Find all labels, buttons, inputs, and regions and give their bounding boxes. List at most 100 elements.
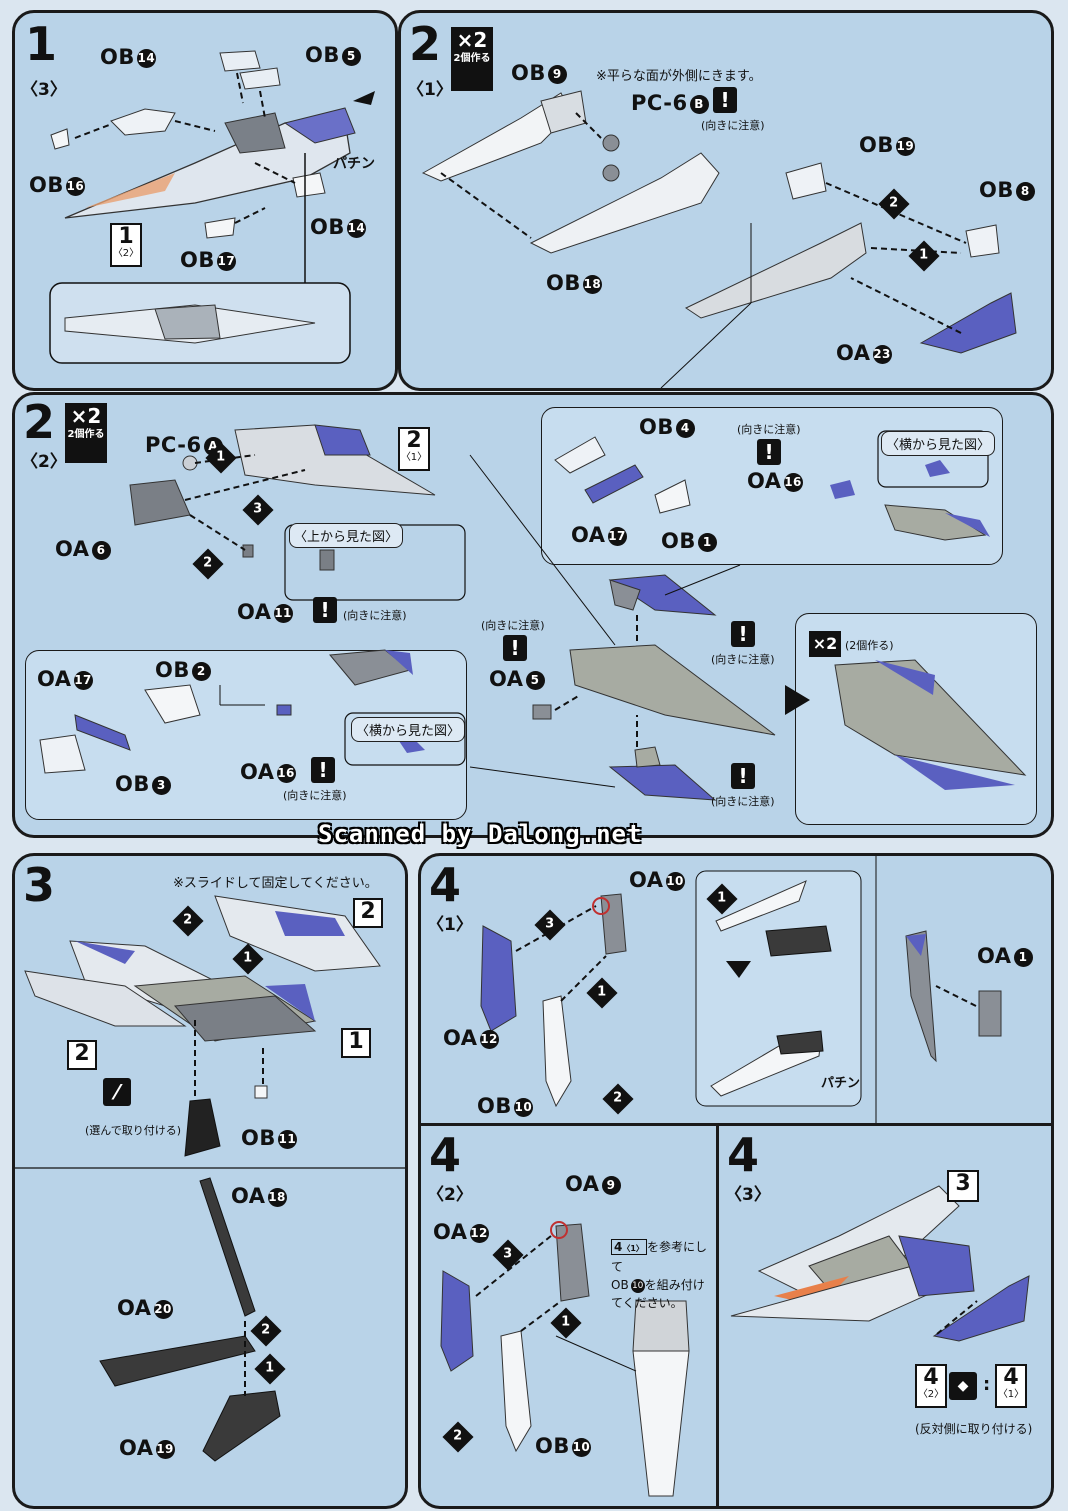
caution-text: (向きに注意) [737,423,801,436]
choose-note: (選んで取り付ける) [85,1124,182,1137]
caution-text: (向きに注意) [343,609,407,622]
choose-icon: ⁄ [103,1078,131,1106]
view-from-side-label: 〈横から見た図〉 [351,717,466,742]
step-number: 2 [409,17,442,71]
caution-icon: ! [731,621,755,647]
step-number: 4 [429,1128,462,1182]
step-number: 1 [25,17,58,71]
view-from-side-label: 〈横から見た図〉 [881,431,996,456]
step-4-2-illustration [440,1221,690,1497]
snap-text: パチン [821,1076,861,1091]
step-sub: 〈3〉 [725,1185,771,1205]
step-3-panel: 3 ※スライドして固定してください。 2 2 1 2 1 ⁄ (選んで取り付ける… [12,853,408,1509]
step-sub: 〈1〉 [427,915,473,935]
ref-part-2-top: 2 [353,898,383,928]
mirror-note: (反対側に取り付ける) [915,1422,1033,1436]
mirror-colon: : [983,1374,991,1395]
ref-part-1: 1 [341,1028,371,1058]
caution-text: (向きに注意) [711,653,775,666]
caution-text: (向きに注意) [481,619,545,632]
mirror-ref-4-2: 4〈2〉 [915,1364,947,1408]
step-1-illustration [49,50,375,364]
watermark: Scanned by Dalong.net [318,820,643,848]
snap-text: パチン [333,156,375,172]
step-2-2-illustration [39,424,1027,801]
make-two-badge-small: ×2 [809,631,841,657]
flat-side-note: ※平らな面が外側にきます。 [596,69,762,84]
ref-part-2-left: 2 [67,1040,97,1070]
slide-note: ※スライドして固定してください。 [173,876,378,891]
step-sub: 〈3〉 [21,80,67,100]
ref-part-3: 3 [947,1170,979,1202]
ref-step-4-1: 4〈1〉 [611,1239,647,1255]
step-3-illustration [15,895,405,1462]
view-from-top-label: 〈上から見た図〉 [289,523,404,548]
step-sub: 〈2〉 [21,452,67,472]
ref-step-1-2: 1〈2〉 [110,223,142,267]
caution-icon: ! [713,87,737,113]
step-4-1-illustration [480,856,1002,1126]
caution-icon: ! [313,597,337,623]
caution-text: (向きに注意) [283,789,347,802]
mirror-icon: ◆ [949,1372,977,1400]
step-2-1-illustration [421,90,1017,388]
make-two-note: (2個作る) [845,639,894,652]
mirror-ref-4-1: 4〈1〉 [995,1364,1027,1408]
step-number: 4 [727,1128,760,1182]
caution-icon: ! [311,757,335,783]
caution-text: (向きに注意) [711,795,775,808]
caution-icon: ! [503,635,527,661]
step-4-3-illustration [730,1170,1030,1342]
step-number: 3 [23,858,56,912]
step-number: 2 [23,395,56,449]
step-sub: 〈1〉 [407,80,453,100]
step-4-3-panel: 4 〈3〉 3 4〈2〉 ◆ : 4〈1〉 (反対側に取り付ける) [716,1123,1054,1509]
caution-text: (向きに注意) [701,119,765,132]
caution-icon: ! [731,763,755,789]
step-sub: 〈2〉 [427,1185,473,1205]
ref-step-2-1: 2〈1〉 [398,427,430,471]
step-number: 4 [429,858,462,912]
